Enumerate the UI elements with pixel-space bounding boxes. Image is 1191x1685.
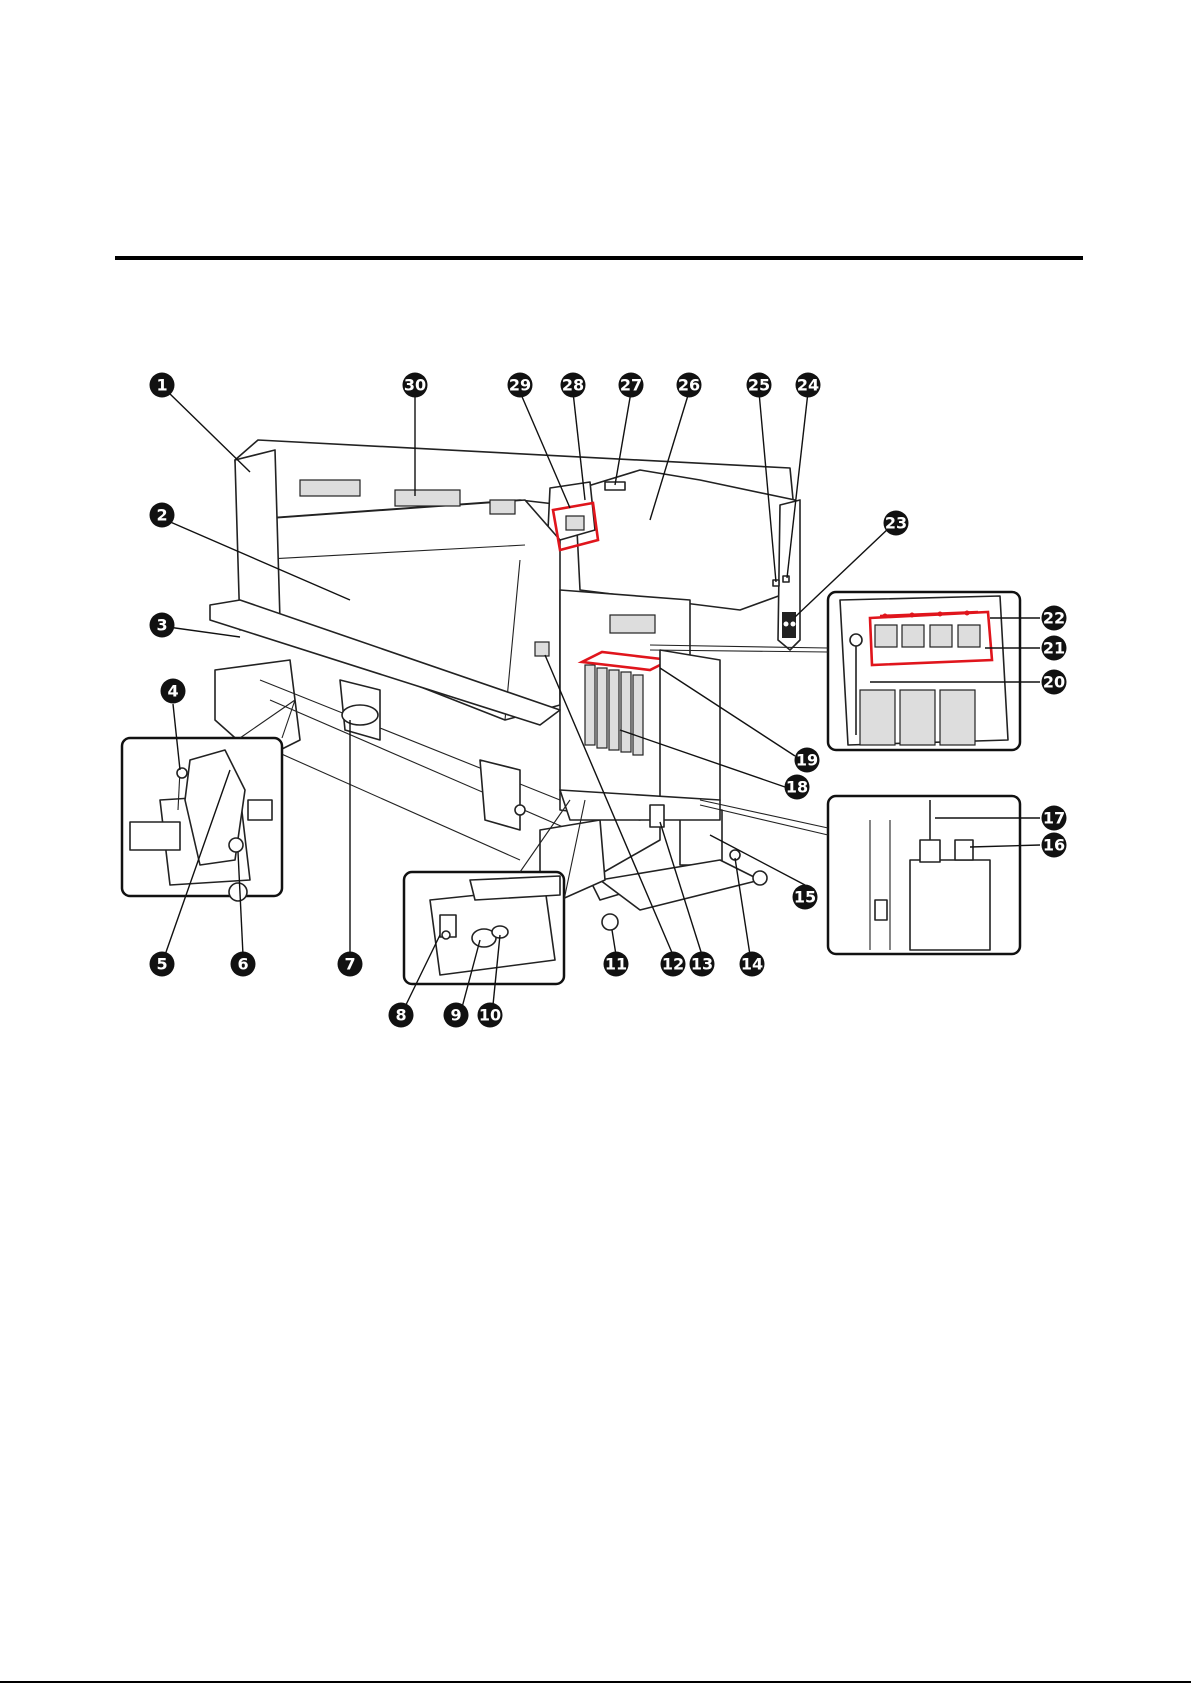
callout-1: 1 [150, 373, 175, 398]
svg-text:25: 25 [748, 376, 770, 395]
svg-text:29: 29 [509, 376, 531, 395]
callout-9: 9 [444, 1003, 469, 1028]
svg-text:17: 17 [1043, 809, 1065, 828]
svg-text:21: 21 [1043, 639, 1065, 658]
svg-text:16: 16 [1043, 836, 1065, 855]
callout-4: 4 [161, 679, 186, 704]
callout-14: 14 [740, 952, 765, 977]
svg-text:14: 14 [741, 955, 763, 974]
callout-27: 27 [619, 373, 644, 398]
callout-19: 19 [795, 748, 820, 773]
callout-26: 26 [677, 373, 702, 398]
callout-13: 13 [690, 952, 715, 977]
callout-24: 24 [796, 373, 821, 398]
svg-text:23: 23 [885, 514, 907, 533]
svg-text:6: 6 [237, 955, 248, 974]
callout-17: 17 [1042, 806, 1067, 831]
callout-10: 10 [478, 1003, 503, 1028]
callout-18: 18 [785, 775, 810, 800]
svg-text:22: 22 [1043, 609, 1065, 628]
callout-8: 8 [389, 1003, 414, 1028]
callout-15: 15 [793, 885, 818, 910]
svg-text:28: 28 [562, 376, 584, 395]
svg-text:5: 5 [156, 955, 167, 974]
page-bottom-rule [0, 1681, 1191, 1683]
callout-29: 29 [508, 373, 533, 398]
callout-5: 5 [150, 952, 175, 977]
svg-text:30: 30 [404, 376, 426, 395]
svg-text:11: 11 [605, 955, 627, 974]
callout-21: 21 [1042, 636, 1067, 661]
svg-text:4: 4 [167, 682, 178, 701]
svg-text:20: 20 [1043, 673, 1065, 692]
callout-16: 16 [1042, 833, 1067, 858]
svg-text:10: 10 [479, 1006, 501, 1025]
svg-text:8: 8 [395, 1006, 406, 1025]
callout-11: 11 [604, 952, 629, 977]
callout-23: 23 [884, 511, 909, 536]
callout-22: 22 [1042, 606, 1067, 631]
svg-text:7: 7 [344, 955, 355, 974]
svg-text:3: 3 [156, 616, 167, 635]
callout-12: 12 [661, 952, 686, 977]
svg-text:13: 13 [691, 955, 713, 974]
svg-text:26: 26 [678, 376, 700, 395]
callout-25: 25 [747, 373, 772, 398]
svg-text:18: 18 [786, 778, 808, 797]
svg-text:19: 19 [796, 751, 818, 770]
callout-20: 20 [1042, 670, 1067, 695]
svg-text:24: 24 [797, 376, 819, 395]
svg-text:9: 9 [450, 1006, 461, 1025]
callout-7: 7 [338, 952, 363, 977]
callout-2: 2 [150, 503, 175, 528]
callout-6: 6 [231, 952, 256, 977]
callout-28: 28 [561, 373, 586, 398]
svg-text:27: 27 [620, 376, 642, 395]
printer-illustration [210, 440, 800, 930]
svg-text:12: 12 [662, 955, 684, 974]
callout-3: 3 [150, 613, 175, 638]
callout-30: 30 [403, 373, 428, 398]
svg-text:1: 1 [156, 376, 167, 395]
svg-text:2: 2 [156, 506, 167, 525]
svg-text:15: 15 [794, 888, 816, 907]
